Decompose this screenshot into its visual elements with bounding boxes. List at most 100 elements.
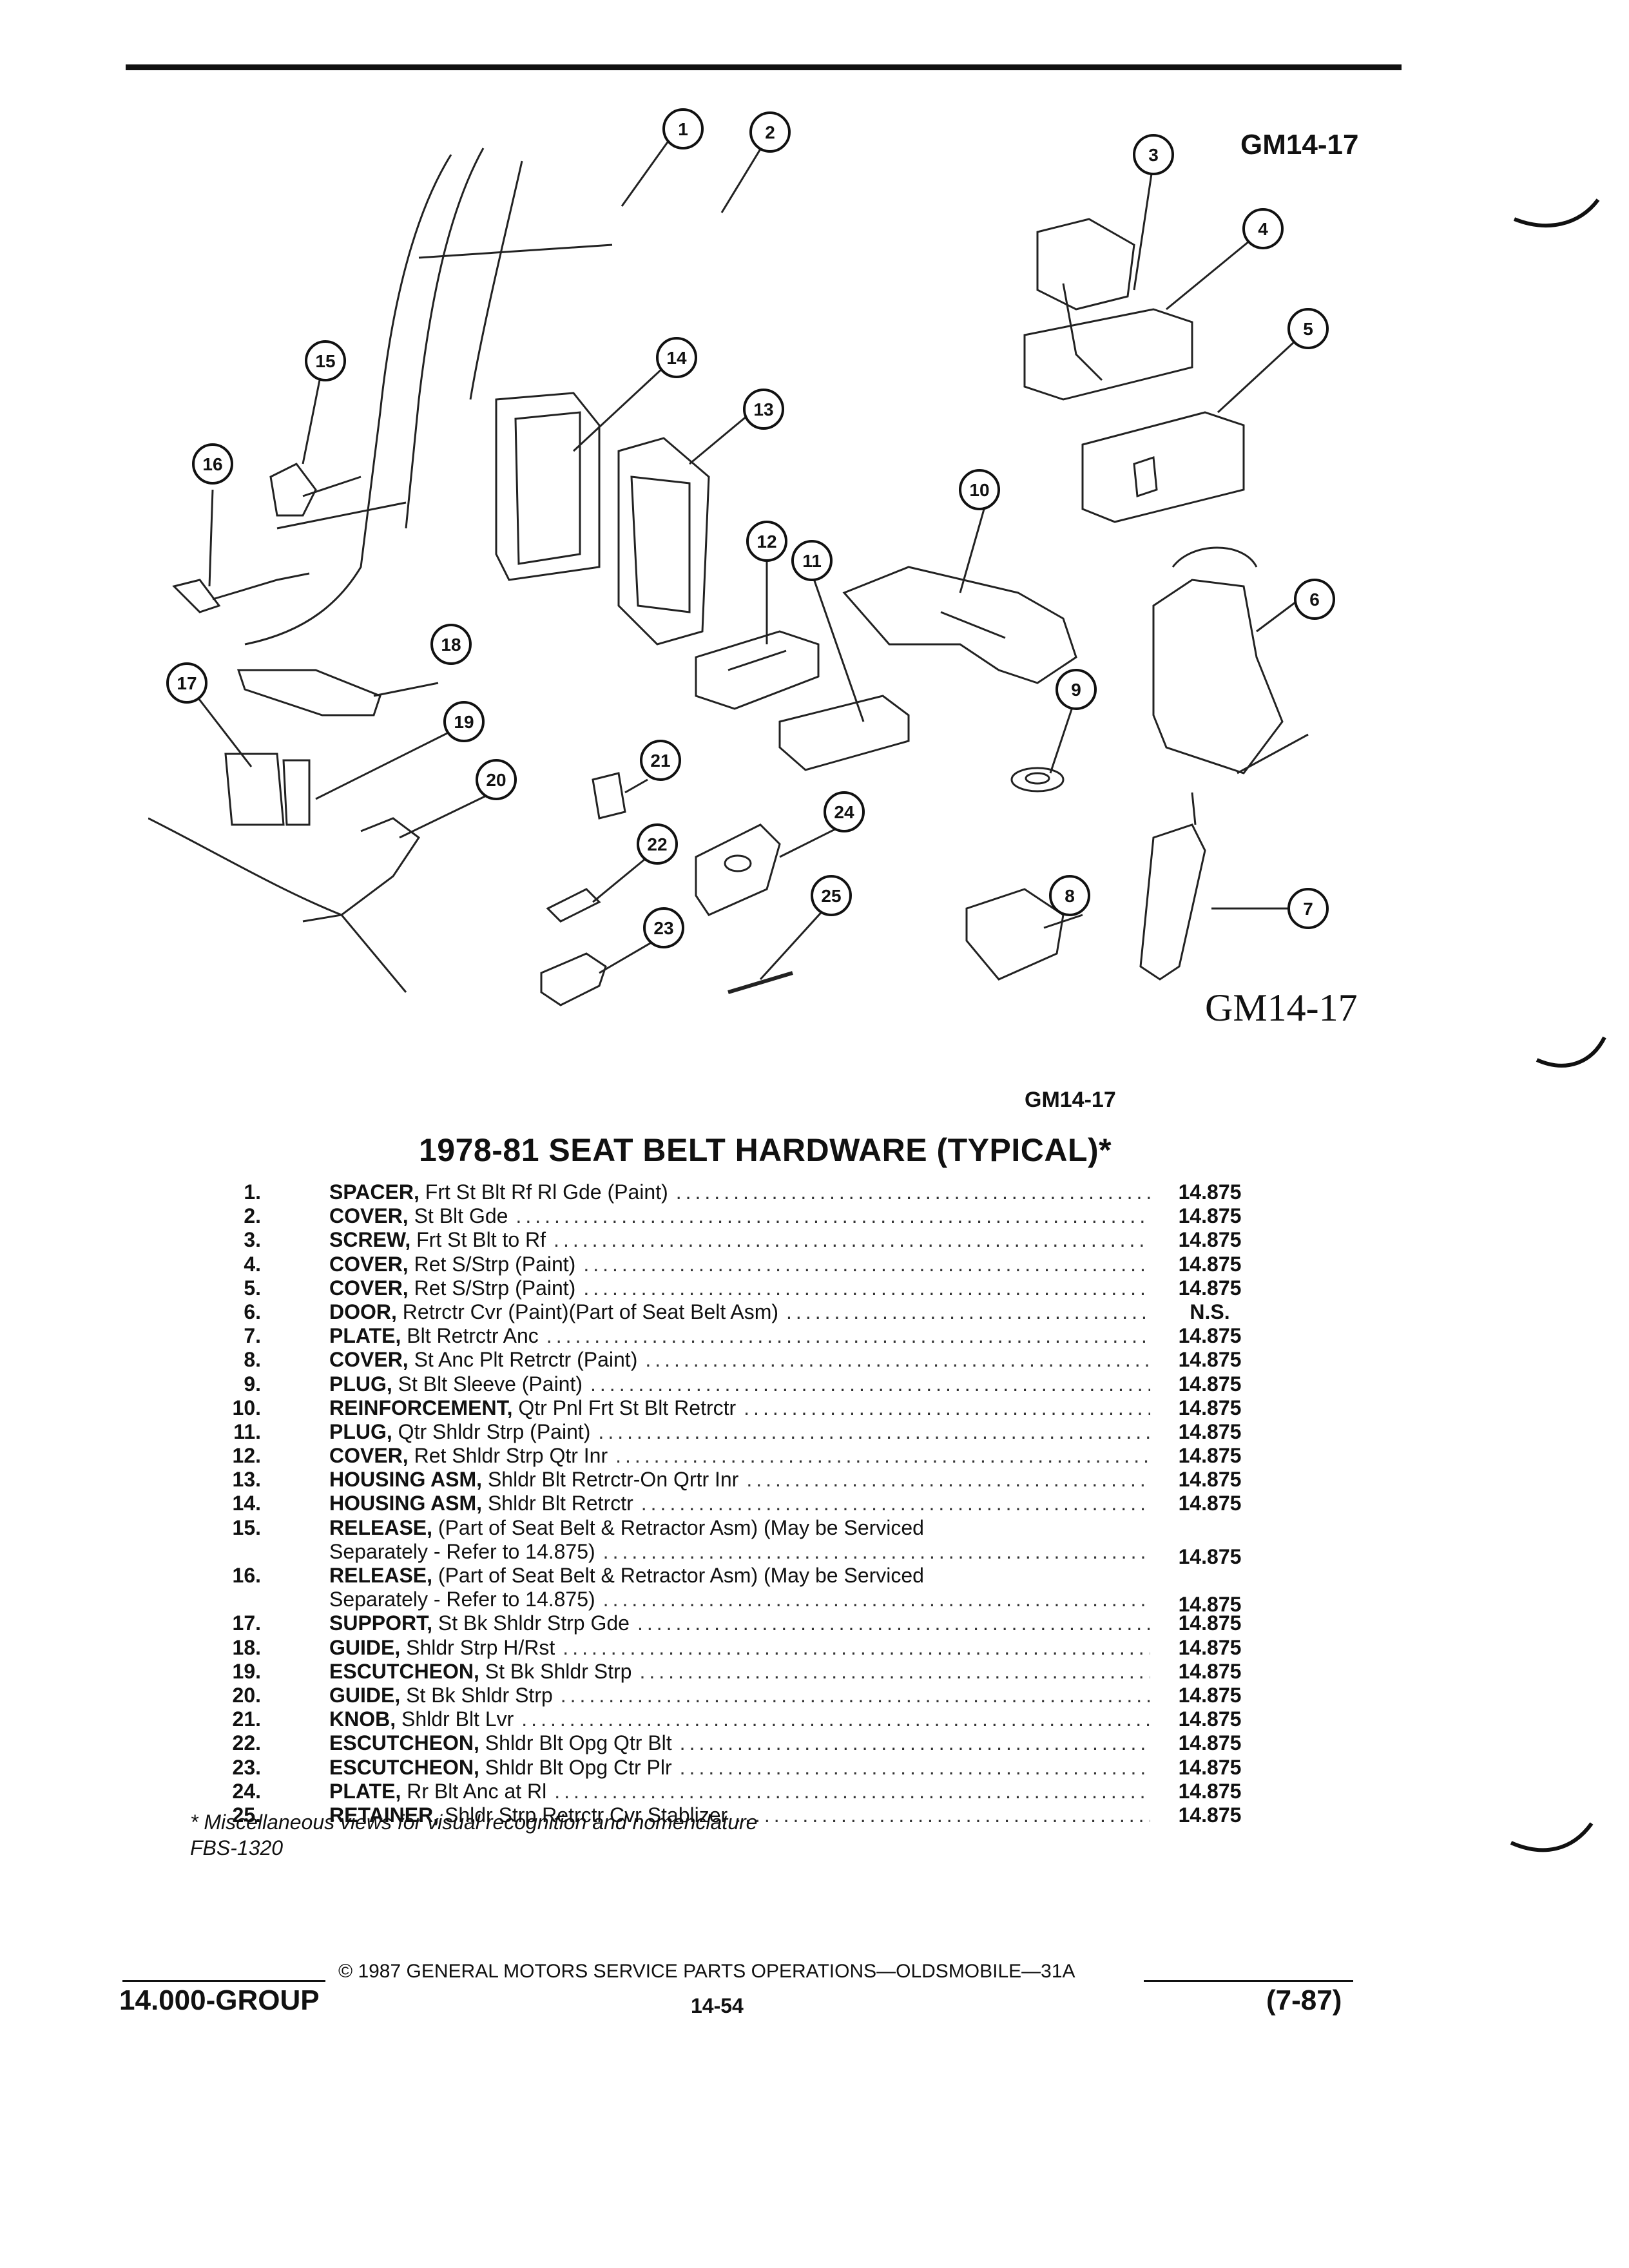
callout-2 (749, 111, 791, 153)
callout-label: 3 (1148, 145, 1159, 165)
part-detail: (Part of Seat Belt & Retractor Asm) (May… (432, 1515, 924, 1539)
part-detail: Shldr Strp Retrctr Cvr Stablizer (439, 1803, 728, 1827)
part-reference: 14.875 (1178, 1396, 1242, 1419)
leader-dots: ........................................… (602, 1539, 1150, 1563)
leader-dots: ........................................… (590, 1372, 1150, 1396)
part-detail: Ret S/Strp (Paint) (408, 1252, 576, 1276)
part-reference: 14.875 (1178, 1276, 1242, 1300)
part-number: 24. (232, 1779, 261, 1803)
callout-16 (192, 443, 233, 485)
part-number: 14. (232, 1492, 261, 1515)
part-19-shape (282, 759, 311, 826)
part-number: 17. (232, 1611, 261, 1635)
callout-label: 13 (753, 399, 773, 419)
part-name: PLATE, (329, 1779, 401, 1803)
parts-row: 23. ESCUTCHEON, Shldr Blt Opg Ctr Plr....… (193, 1756, 1257, 1780)
part-name: ESCUTCHEON, (329, 1731, 479, 1755)
callout-label: 25 (821, 886, 841, 906)
part-name: COVER, (329, 1276, 409, 1300)
parts-row: 16.RELEASE, (Part of Seat Belt & Retract… (193, 1564, 1257, 1588)
leader-dots: ........................................… (554, 1228, 1150, 1252)
part-reference: 14.875 (1178, 1492, 1242, 1515)
part-number: 23. (232, 1755, 261, 1779)
part-detail: Rr Blt Anc at Rl (401, 1779, 547, 1803)
part-reference: 14.875 (1178, 1544, 1242, 1568)
part-detail: Separately - Refer to 14.875) (329, 1539, 595, 1563)
page-title: 1978-81 SEAT BELT HARDWARE (TYPICAL)* (419, 1132, 1112, 1168)
parts-row: 12.COVER, Ret Shldr Strp Qtr Inr........… (193, 1444, 1257, 1468)
part-name: SPACER, (329, 1180, 419, 1204)
part-reference: 14.875 (1178, 1731, 1242, 1755)
page-number: 14-54 (691, 1994, 744, 2017)
part-number: 4. (244, 1252, 261, 1276)
part-number: 9. (244, 1372, 261, 1396)
part-description: HOUSING ASM, Shldr Blt Retrctr..........… (329, 1492, 1150, 1515)
part-number: 10. (232, 1396, 261, 1419)
part-7-shape (1139, 823, 1206, 981)
part-description: RELEASE, (Part of Seat Belt & Retractor … (329, 1564, 1150, 1588)
parts-row: 18.GUIDE, Shldr Strp H/Rst..............… (193, 1636, 1257, 1660)
part-detail: Shldr Blt Retrctr-On Qrtr Inr (482, 1468, 739, 1492)
parts-row: 22.ESCUTCHEON, Shldr Blt Opg Qtr Blt....… (193, 1731, 1257, 1755)
parts-row: 11.PLUG, Qtr Shldr Strp (Paint).........… (193, 1420, 1257, 1444)
parts-row: 7.PLATE, Blt Retrctr Anc................… (193, 1324, 1257, 1348)
part-detail: St Bk Shldr Strp (400, 1683, 553, 1707)
part-name: GUIDE, (329, 1683, 401, 1707)
parts-row: 4.COVER, Ret S/Strp (Paint).............… (193, 1253, 1257, 1276)
part-detail: Retrctr Cvr (Paint)(Part of Seat Belt As… (396, 1300, 779, 1323)
part-13-shape (617, 437, 710, 646)
part-number: 3. (244, 1228, 261, 1252)
part-reference: N.S. (1190, 1300, 1230, 1323)
part-detail: Ret Shldr Strp Qtr Inr (408, 1444, 608, 1468)
part-reference: 14.875 (1178, 1659, 1242, 1683)
part-detail: Separately - Refer to 14.875) (329, 1588, 595, 1611)
callout-25 (811, 875, 852, 916)
part-number: 1. (244, 1180, 261, 1204)
parts-row: 2.COVER, St Blt Gde.....................… (193, 1204, 1257, 1228)
part-name: KNOB, (329, 1707, 396, 1731)
callout-label: 24 (834, 802, 854, 822)
part-description: PLUG, St Blt Sleeve (Paint).............… (329, 1372, 1150, 1396)
part-reference: 14.875 (1178, 1228, 1242, 1252)
part-reference: 14.875 (1178, 1348, 1242, 1372)
part-23-shape (540, 952, 607, 1006)
figure-id-caption: GM14-17 (1025, 1088, 1116, 1112)
leader-dots: ........................................… (679, 1731, 1150, 1755)
leader-dots: ........................................… (746, 1468, 1150, 1492)
part-description: Separately - Refer to 14.875)...........… (329, 1540, 1150, 1564)
leader-dots: ........................................… (735, 1803, 1150, 1827)
part-name: REINFORCEMENT, (329, 1396, 513, 1419)
leader-dots: ........................................… (639, 1659, 1150, 1683)
part-number: 22. (232, 1731, 261, 1755)
parts-row: 1. SPACER, Frt St Blt Rf Rl Gde (Paint)..… (193, 1180, 1257, 1204)
part-detail: St Bk Shldr Strp (479, 1659, 632, 1683)
part-reference: 14.875 (1178, 1468, 1242, 1492)
part-description: SPACER, Frt St Blt Rf Rl Gde (Paint)....… (329, 1180, 1150, 1204)
part-name: COVER, (329, 1252, 409, 1276)
part-description: ESCUTCHEON, Shldr Blt Opg Ctr Plr.......… (329, 1756, 1150, 1780)
retractor-top-shape (1036, 218, 1135, 311)
part-number: 25. (232, 1803, 261, 1827)
callout-24 (824, 791, 865, 832)
callout-label: 18 (441, 635, 461, 655)
part-number: 21. (232, 1707, 261, 1731)
callout-label: 8 (1065, 886, 1075, 906)
parts-row: 5.COVER, Ret S/Strp (Paint).............… (193, 1276, 1257, 1300)
binder-mark-1 (1513, 198, 1600, 227)
part-5-shape (1081, 411, 1245, 523)
callout-label: 5 (1303, 319, 1313, 339)
part-reference: 14.875 (1178, 1372, 1242, 1396)
leader-dots: ........................................… (744, 1396, 1150, 1419)
part-detail: Blt Retrctr Anc (401, 1324, 539, 1348)
fbs-code: FBS-1320 (190, 1836, 284, 1860)
part-number: 2. (244, 1204, 261, 1228)
part-detail: Qtr Pnl Frt St Blt Retrctr (512, 1396, 737, 1419)
leader-dots: ........................................… (786, 1300, 1150, 1323)
callout-label: 17 (177, 673, 197, 693)
parts-row: 14. HOUSING ASM, Shldr Blt Retrctr.......… (193, 1492, 1257, 1515)
parts-row: 21.KNOB, Shldr Blt Lvr..................… (193, 1707, 1257, 1731)
callout-4 (1242, 208, 1284, 249)
part-name: PLUG, (329, 1419, 392, 1443)
part-description: Separately - Refer to 14.875)...........… (329, 1588, 1150, 1611)
callout-1 (662, 108, 704, 149)
